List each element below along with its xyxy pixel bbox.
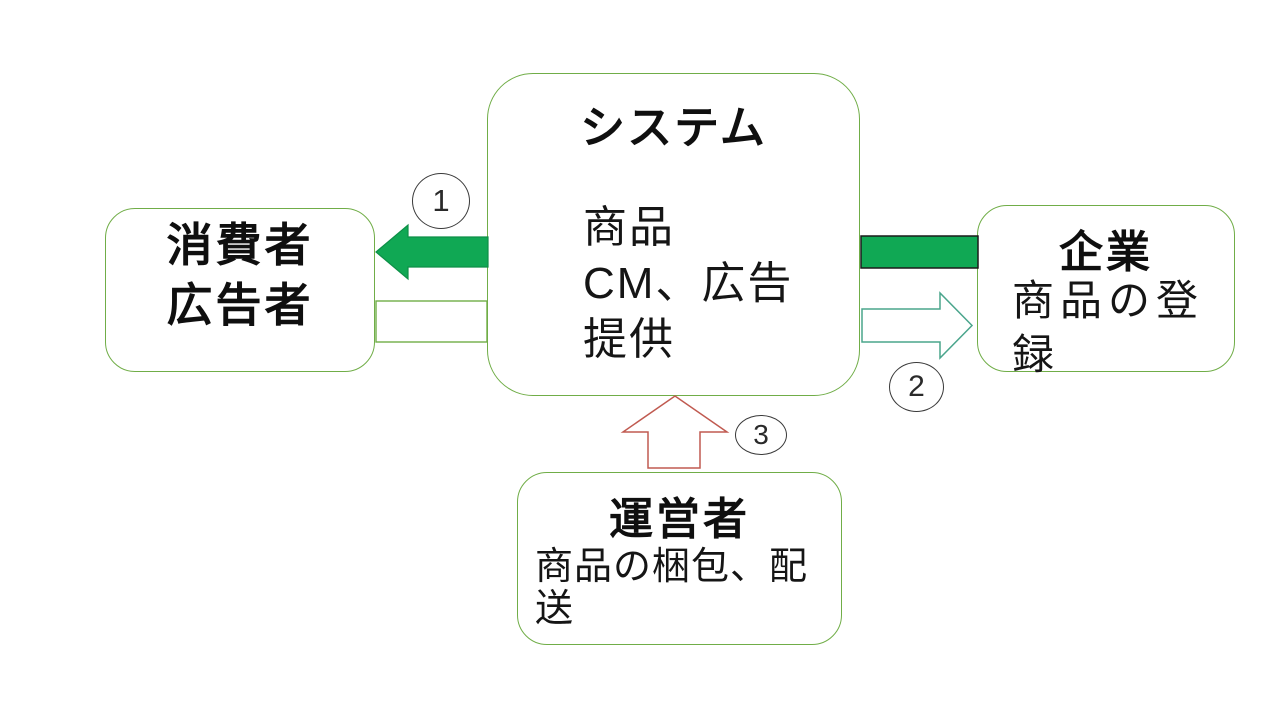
operator-box: 運営者 商品の梱包、配送 [517,472,842,645]
plain-connector-rect [375,300,488,343]
system-body-line: CM、広告 [583,259,794,308]
consumer-box: 消費者 広告者 [105,208,375,372]
consumer-box-title: 消費者 広告者 [106,215,374,335]
system-box-title: システム [580,102,767,153]
green-bar-connector [860,235,979,269]
system-body-line: 商品 [583,203,675,252]
flow2-outline-right-arrow [861,291,974,360]
company-box: 企業 商品の登録 [977,205,1235,378]
company-box-title: 企業 [1059,228,1153,277]
flow1-green-left-arrow [375,223,489,281]
consumer-title-line: 広告者 [166,279,314,331]
system-body-line: 提供 [583,315,675,364]
operator-box-title: 運営者 [609,495,750,544]
consumer-title-line: 消費者 [166,219,314,271]
system-box-body: 商品 CM、広告 提供 [583,200,793,368]
system-box: システム 商品 CM、広告 提供 [487,73,860,396]
flow3-number-badge: 3 [735,415,787,455]
flow2-number-badge: 2 [889,362,944,412]
flow1-number-badge: 1 [412,173,470,229]
flow3-outline-up-arrow [620,395,730,469]
company-box-body: 商品の登録 [1012,277,1205,378]
operator-box-body: 商品の梱包、配送 [535,546,809,630]
